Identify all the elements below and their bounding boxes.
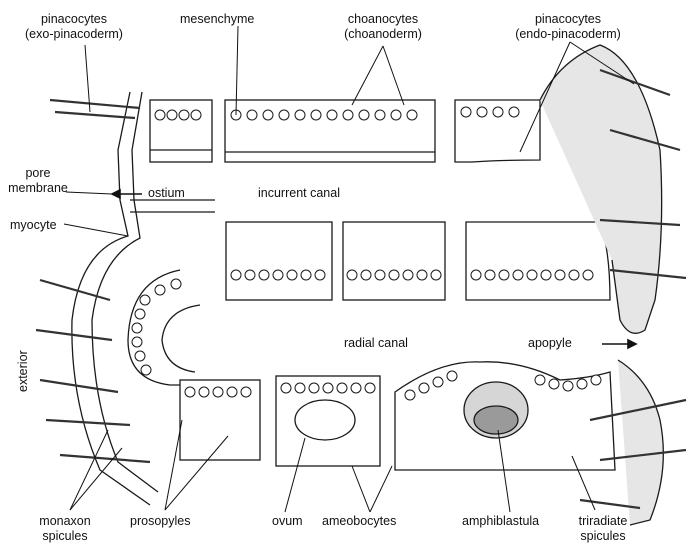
ostium-opening <box>130 200 215 212</box>
label-ostium: ostium <box>148 186 185 201</box>
label-triradiate-line2: spicules <box>560 529 646 544</box>
top-chamber-1 <box>150 100 212 162</box>
label-pore-line1: pore <box>6 166 70 181</box>
mid-chamber-1 <box>226 222 332 300</box>
label-pinacocytes-endo: pinacocytes (endo-pinacoderm) <box>510 12 626 42</box>
label-choanocytes-line2: (choanoderm) <box>330 27 436 42</box>
mid-chamber-2 <box>343 222 445 300</box>
label-choanocytes-line1: choanocytes <box>330 12 436 27</box>
top-chamber-2 <box>225 100 435 162</box>
ovum-cell <box>295 400 355 440</box>
right-lower-wall <box>618 360 663 525</box>
label-pinacocytes-endo-line1: pinacocytes <box>510 12 626 27</box>
apopyle-arrow <box>602 340 636 348</box>
label-ovum: ovum <box>272 514 303 529</box>
exopinacoderm-inner-wall <box>92 92 158 492</box>
label-ameobocytes: ameobocytes <box>322 514 396 529</box>
label-prosopyles: prosopyles <box>130 514 190 529</box>
label-pinacocytes-exo-line1: pinacocytes <box>24 12 124 27</box>
label-pore-line2: membrane <box>6 181 70 196</box>
choanocyte-row-radial <box>132 279 181 375</box>
radial-canal-inner <box>162 305 200 372</box>
label-monaxon-spicules: monaxon spicules <box>20 514 110 544</box>
label-pinacocytes-exo-line2: (exo-pinacoderm) <box>24 27 124 42</box>
label-choanocytes: choanocytes (choanoderm) <box>330 12 436 42</box>
label-exterior: exterior <box>16 350 31 392</box>
label-monaxon-line2: spicules <box>20 529 110 544</box>
label-pore-membrane: pore membrane <box>6 166 70 196</box>
label-triradiate-line1: triradiate <box>560 514 646 529</box>
ostium-arrow <box>112 190 142 198</box>
monaxon-spicules <box>36 100 150 462</box>
label-amphiblastula: amphiblastula <box>462 514 539 529</box>
label-triradiate-spicules: triradiate spicules <box>560 514 646 544</box>
label-incurrent-canal: incurrent canal <box>258 186 340 201</box>
label-radial-canal: radial canal <box>344 336 408 351</box>
label-mesenchyme: mesenchyme <box>180 12 254 27</box>
label-apopyle: apopyle <box>528 336 572 351</box>
mid-chamber-3 <box>466 222 610 300</box>
label-pinacocytes-endo-line2: (endo-pinacoderm) <box>510 27 626 42</box>
label-pinacocytes-exo: pinacocytes (exo-pinacoderm) <box>24 12 124 42</box>
label-myocyte: myocyte <box>10 218 57 233</box>
label-monaxon-line1: monaxon <box>20 514 110 529</box>
